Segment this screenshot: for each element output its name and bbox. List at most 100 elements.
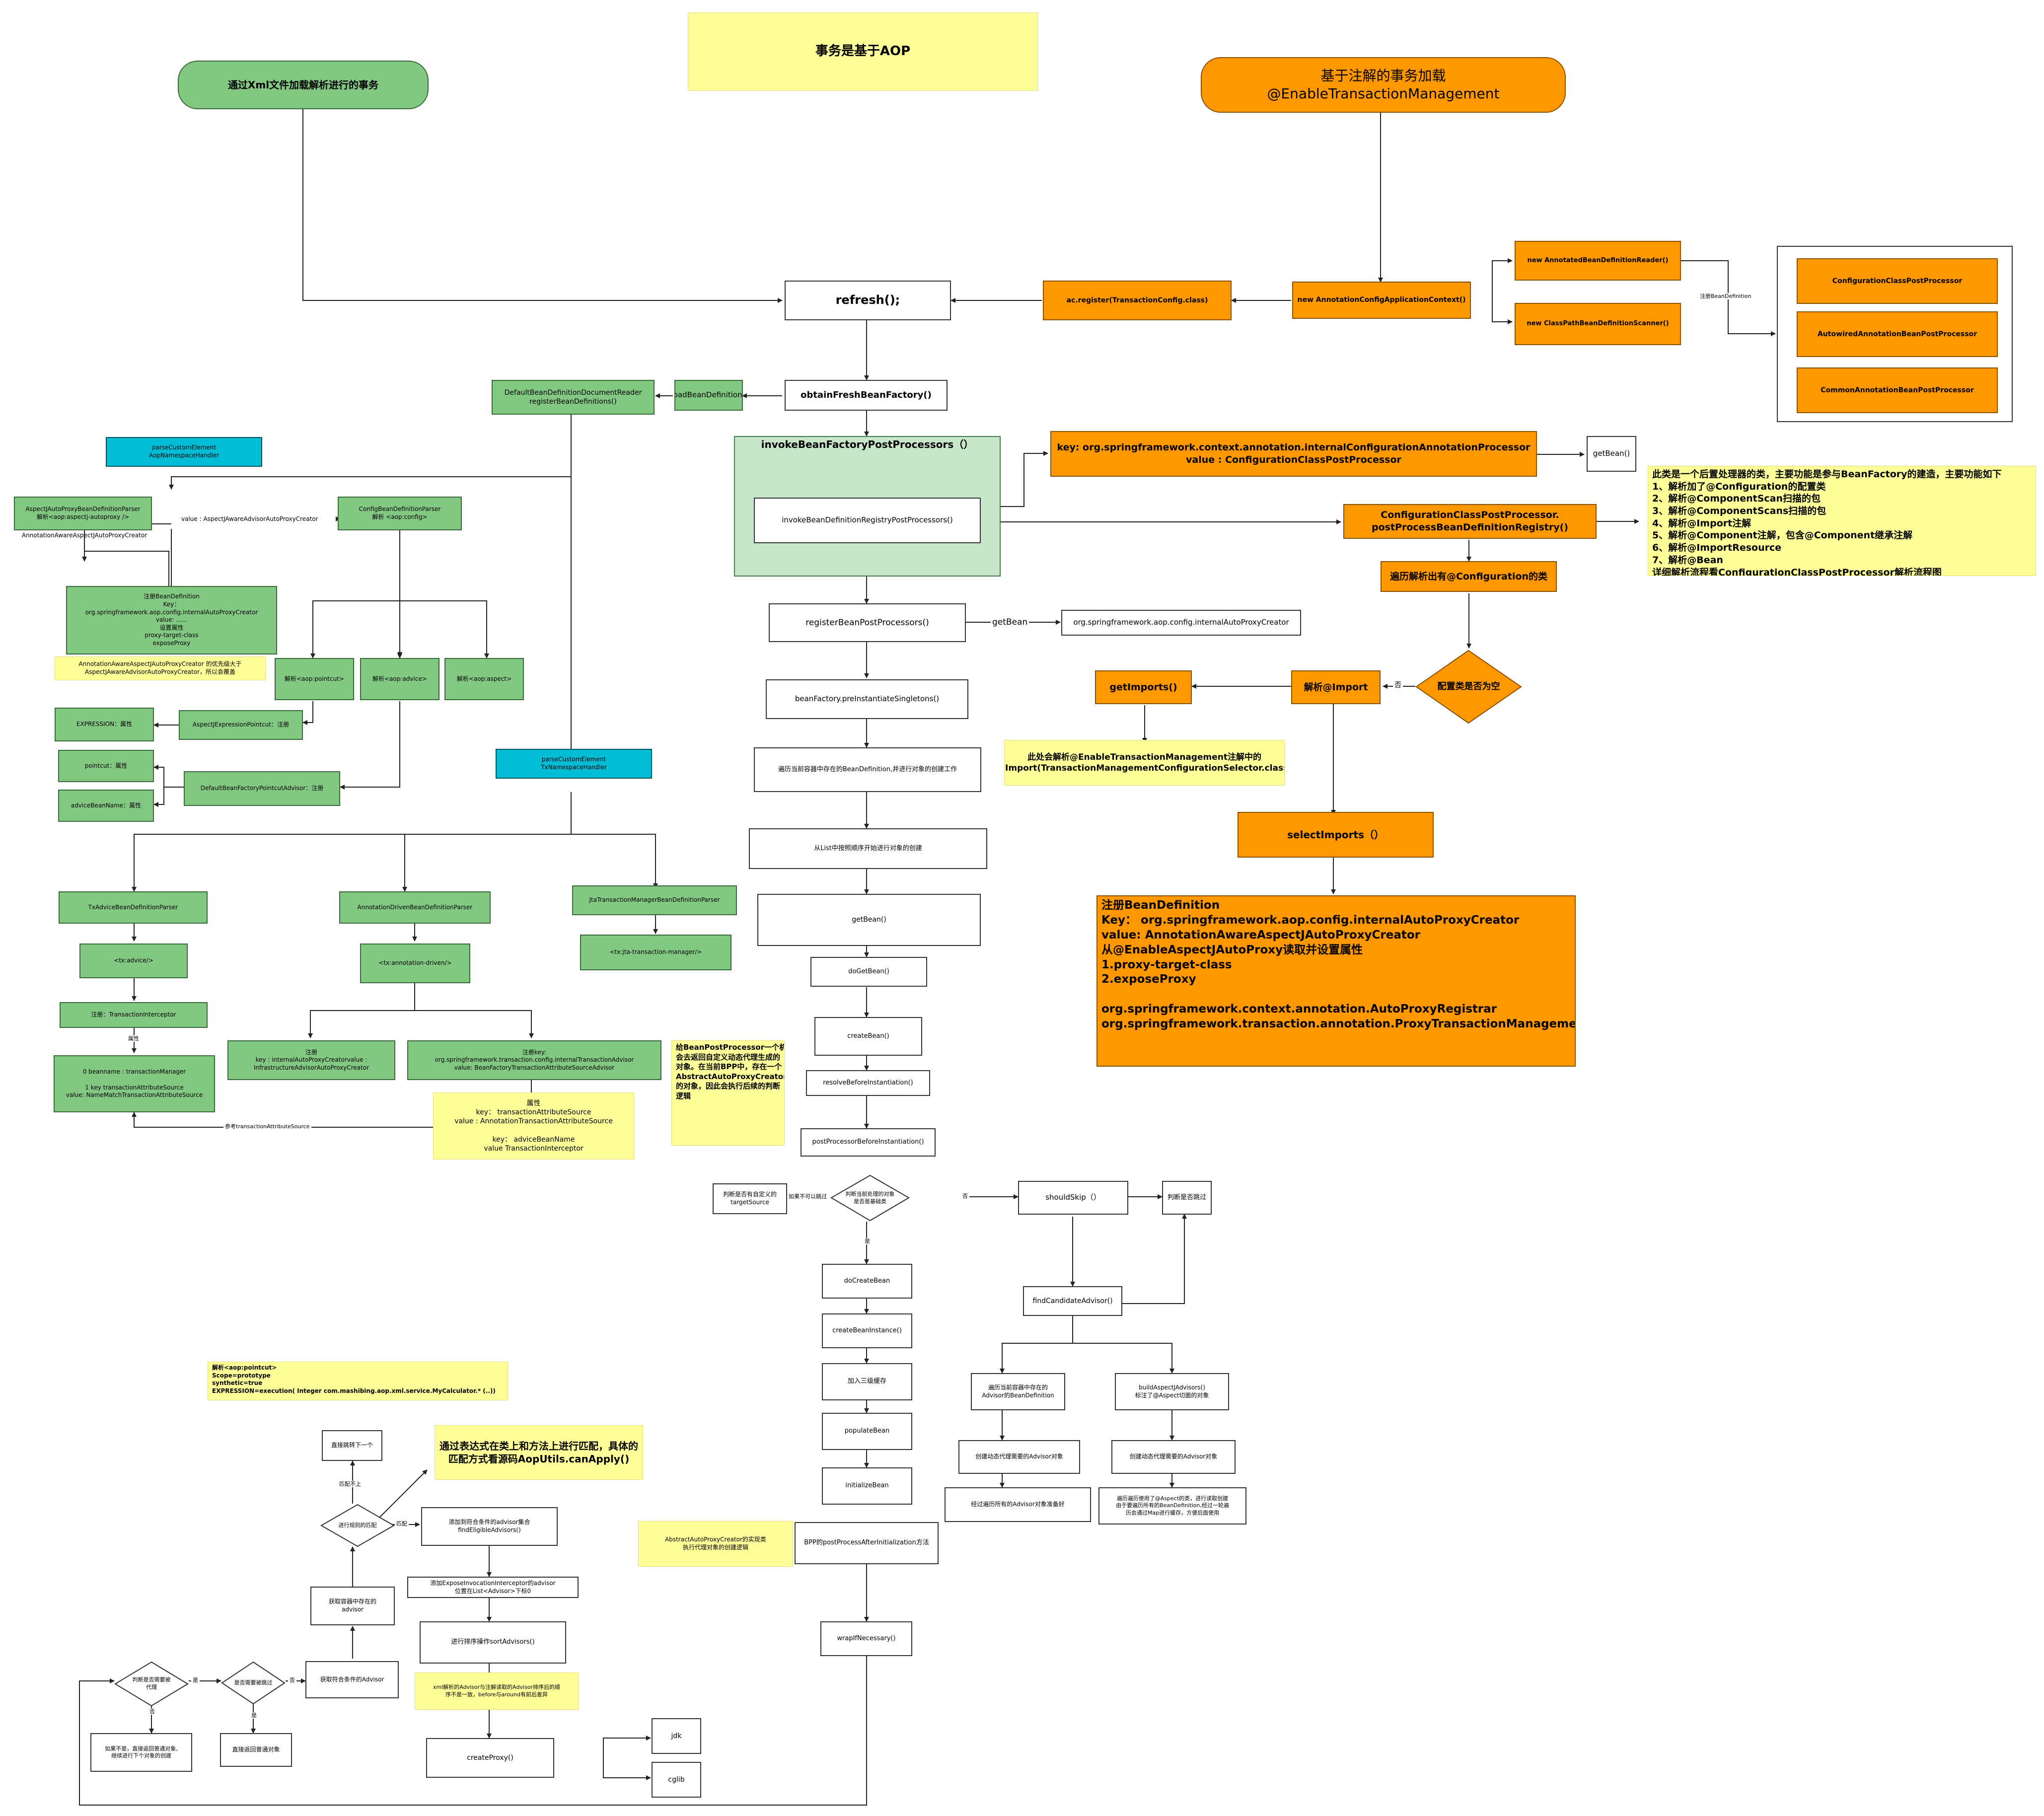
getbean-top-node: getBean(): [1587, 436, 1636, 472]
jdk-node: jdk: [652, 1718, 701, 1754]
new-context-node: new AnnotationConfigApplicationContext(): [1292, 282, 1471, 319]
create-advisor-right-node: 创建动态代理需要的Advisor对象: [1111, 1440, 1236, 1474]
bpp-after-node: BPP的postProcessAfterInitialization方法: [795, 1522, 939, 1564]
invoke-bdrpp-node: invokeBeanDefinitionRegistryPostProcesso…: [754, 498, 981, 543]
parse-pointcut-node: 解析<aop:pointcut>: [275, 658, 354, 700]
preinstantiate-node: beanFactory.preInstantiateSingletons(): [766, 679, 968, 719]
add-expose-node: 添加ExposeInvocationInterceptor的advisor 位置…: [407, 1577, 579, 1598]
aapc-note: AbstractAutoProxyCreator的实现类 执行代理对象的创建逻辑: [638, 1521, 793, 1567]
create-proxy-node: createProxy(): [426, 1738, 554, 1778]
should-skip-node: shouldSkip（）: [1018, 1181, 1128, 1215]
match-label: 匹配: [395, 1521, 409, 1527]
need-proxy-label: 判断是否需要被 代理: [132, 1676, 171, 1690]
tx-advice-bdp-node: TxAdviceBeanDefinitionParser: [59, 891, 208, 924]
return-plain-node: 直接返回普通对象: [220, 1733, 292, 1767]
register-bpp-node: registerBeanPostProcessors(): [769, 603, 966, 642]
adbdp-node: AnnotationDrivenBeanDefinitionParser: [339, 891, 491, 924]
judge-base-decision: [830, 1174, 910, 1222]
add-eligible-node: 添加到符合条件的advisor集合 findEligibleAdvisors(): [421, 1507, 558, 1546]
reg-ti-node: 注册：TransactionInterceptor: [60, 1002, 208, 1028]
value-aspectj-label: value : AspectJAwareAdvisorAutoProxyCrea…: [180, 515, 320, 523]
attr-edge-label: 属性: [127, 1035, 141, 1042]
if-not-node: 如果不是，直接返回普通对象, 继续进行下个对象的创建: [90, 1733, 192, 1772]
xml-load-node: 通过Xml文件加载解析进行的事务: [178, 61, 429, 109]
jta-bdp-node: JtaTransactionManagerBeanDefinitionParse…: [572, 885, 737, 915]
annotated-reader-node: new AnnotatedBeanDefinitionReader(): [1515, 241, 1681, 281]
aaapc-label: AnnotationAwareAspectJAutoProxyCreator: [21, 532, 147, 539]
internal-config-key-node: key: org.springframework.context.annotat…: [1050, 431, 1537, 477]
iterate-advisor-node: 遍历当前容器中存在的 Advisor的BeanDefinition: [971, 1373, 1065, 1410]
get-eligible-node: 获取符合条件的Advisor: [305, 1661, 399, 1698]
loop-aspect-node: 遍历遍历使用了@Aspect的类，进行读取创建 由于要遍历所有的BeanDefi…: [1098, 1487, 1246, 1525]
judge-base-label: 判断当前处理的对象 是否是基础类: [845, 1191, 895, 1205]
bpp-note: 给BeanPostProcessor一个机会去返回自定义动态代理生成的对象。在当…: [671, 1040, 785, 1146]
do-get-bean-node: doGetBean(): [810, 957, 927, 987]
iterate-bd-node: 遍历当前容器中存在的BeanDefinition,并进行对象的创建工作: [754, 747, 981, 792]
do-match-decision: [320, 1504, 395, 1547]
config-empty-decision: [1415, 650, 1522, 724]
config-pp-note: 此类是一个后置处理器的类，主要功能是参与BeanFactory的建造，主要功能如…: [1648, 466, 2036, 576]
parse-advice-node: 解析<aop:advice>: [360, 658, 439, 700]
config-bdp-node: ConfigBeanDefinitionParser 解析 <aop:confi…: [338, 497, 462, 530]
register-bd-big-node: 注册BeanDefinition Key： org.springframewor…: [1096, 895, 1576, 1067]
need-skip-label: 是否需要被跳过: [234, 1679, 273, 1686]
resolve-before-node: resolveBeforeInstantiation(): [806, 1070, 930, 1096]
default-reader-node: DefaultBeanDefinitionDocumentReader regi…: [492, 380, 655, 415]
refresh-node: refresh();: [785, 281, 951, 320]
register-bd-small-node: 注册BeanDefinition Key： org.springframewor…: [66, 586, 277, 654]
autowired-pp-node: AutowiredAnnotationBeanPostProcessor: [1797, 311, 1998, 357]
parse-aspect-node: 解析<aop:aspect>: [444, 658, 524, 700]
if-not-skip-label: 如果不可以跳过: [787, 1193, 828, 1200]
from-list-node: 从List中按照顺序开始进行对象的创建: [749, 828, 987, 869]
ref-tas-label: 参考transactionAttributeSource: [223, 1123, 311, 1130]
title-note: 事务是基于AOP: [688, 12, 1038, 91]
internal-apc-node: org.springframework.aop.config.internalA…: [1061, 610, 1301, 636]
create-advisor-left-node: 创建动态代理需要的Advisor对象: [958, 1440, 1080, 1474]
advicebean-attr-node: adviceBeanName：属性: [58, 790, 154, 822]
yes3-edge-label: 是: [250, 1712, 258, 1719]
yes2-edge-label: 是: [191, 1677, 200, 1684]
dbfpa-node: DefaultBeanFactoryPointcutAdvisor：注册: [184, 771, 340, 806]
ac-register-node: ac.register(TransactionConfig.class): [1043, 281, 1232, 320]
pointcut-attr-node: pointcut：属性: [58, 750, 154, 782]
pointcut-note: 解析<aop:pointcut> Scope=prototype synthet…: [208, 1362, 508, 1400]
load-bean-definitions-node: loadBeanDefinitions: [674, 380, 743, 411]
register-bd-edge-label: 注册BeanDefinition: [1698, 293, 1753, 300]
find-candidate-node: findCandidateAdvisor(): [1023, 1286, 1122, 1316]
populate-node: populateBean: [822, 1413, 912, 1450]
ppbi-node: postProcessorBeforeInstantiation(): [801, 1128, 936, 1157]
annotation-load-node: 基于注解的事务加载 @EnableTransactionManagement: [1201, 57, 1566, 113]
yes-edge-label: 是: [863, 1238, 872, 1245]
no3-edge-label: 否: [288, 1677, 296, 1684]
canapply-note: 通过表达式在类上和方法上进行匹配，具体的 匹配方式看源码AopUtils.can…: [435, 1425, 643, 1480]
attr-note: 属性 key： transactionAttributeSource value…: [433, 1092, 634, 1160]
get-bean-node: getBean(): [757, 894, 981, 946]
no2-edge-label: 否: [961, 1193, 969, 1200]
parse-custom-aop-node: parseCustomElement AopNamespaceHandler: [106, 437, 262, 467]
getbean-edge-label: getBean: [991, 617, 1029, 628]
create-bean-node: createBean(): [814, 1017, 922, 1056]
need-skip-decision: [221, 1661, 286, 1705]
aspectj-ep-node: AspectJExpressionPointcut：注册: [179, 710, 303, 740]
reg-itxa-node: 注册key: org.springframework.transaction.c…: [407, 1040, 661, 1080]
parse-custom-tx-node: parseCustomElement TxNamespaceHandler: [496, 749, 652, 779]
no-edge-label: 否: [1393, 681, 1403, 690]
tx-advice-node: <tx:advice/>: [79, 944, 188, 978]
create-instance-node: createBeanInstance(): [822, 1313, 912, 1348]
initialize-node: initializeBean: [822, 1467, 912, 1505]
ccpp-registry-node: ConfigurationClassPostProcessor. postPro…: [1343, 504, 1597, 539]
need-proxy-decision: [114, 1661, 189, 1707]
sort-node: 进行排序操作sortAdvisors(): [420, 1621, 566, 1664]
select-imports-node: selectImports（）: [1238, 812, 1434, 858]
common-pp-node: CommonAnnotationBeanPostProcessor: [1797, 367, 1998, 413]
direct-next-node: 直接跳转下一个: [322, 1430, 382, 1461]
reg-iaapc-node: 注册 key : internalAutoProxyCreatorvalue :…: [227, 1040, 395, 1080]
get-imports-node: getImports(): [1095, 670, 1192, 704]
build-aspectj-node: buildAspectJAdvisors() 标注了@Aspect切面的对象: [1115, 1373, 1229, 1410]
import-note: 此处会解析@EnableTransactionManagement注解中的 @I…: [1004, 740, 1285, 786]
parse-import-node: 解析@Import: [1291, 670, 1381, 704]
tx-ad-node: <tx:annotation-driven/>: [360, 944, 470, 983]
obtain-beanfactory-node: obtainFreshBeanFactory(): [785, 380, 948, 411]
tx-jta-node: <tx:jta-transaction-manager/>: [580, 935, 731, 970]
classpath-scanner-node: new ClassPathBeanDefinitionScanner(): [1515, 303, 1681, 345]
